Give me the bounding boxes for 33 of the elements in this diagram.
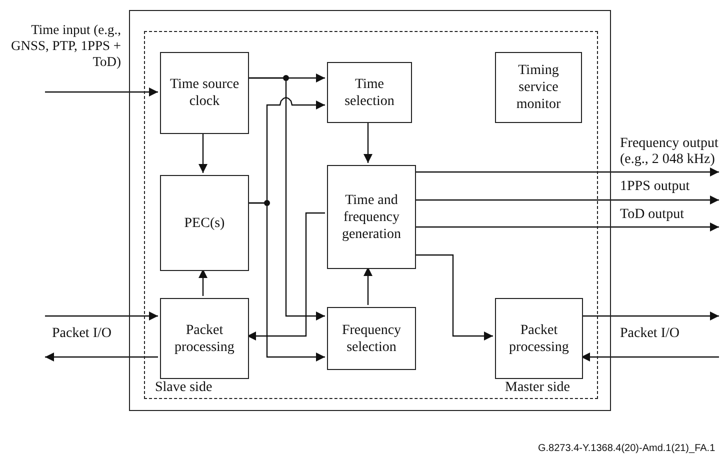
arrow	[414, 222, 719, 232]
process-box: Time source clock	[160, 52, 249, 134]
arrow	[45, 88, 158, 96]
arrow	[581, 312, 719, 320]
figure-id: G.8273.4-Y.1368.4(20)-Amd.1(21)_FA.1	[538, 442, 716, 456]
arrow	[414, 168, 719, 176]
text-label: Master side	[505, 380, 570, 396]
process-box: Time selection	[327, 62, 412, 123]
process-box: Time and frequency generation	[327, 165, 416, 269]
arrow	[414, 196, 719, 204]
arrow	[45, 312, 158, 320]
arrow	[198, 269, 208, 296]
arrow	[414, 254, 493, 340]
process-box: Frequency selection	[327, 307, 416, 370]
edge-label: Frequency output (e.g., 2 048 kHz)	[620, 136, 720, 168]
process-box: PEC(s)	[160, 175, 249, 271]
arrow	[247, 212, 325, 340]
process-box: Packet processing	[160, 298, 249, 379]
arrow	[247, 202, 325, 362]
text-label: Packet I/O	[620, 326, 680, 342]
arrow	[45, 352, 158, 362]
edge-label: ToD output	[620, 207, 684, 223]
edge-label: 1PPS output	[620, 179, 690, 195]
process-box: Timing service monitor	[495, 52, 582, 123]
text-label: Slave side	[155, 380, 212, 396]
arrow	[247, 77, 325, 320]
arrow	[581, 352, 719, 362]
arrow	[198, 132, 208, 173]
text-label: Packet I/O	[52, 326, 112, 342]
arrow	[364, 121, 372, 163]
edge-label: Time input (e.g., GNSS, PTP, 1PPS + ToD)	[10, 22, 121, 70]
arrow	[364, 267, 372, 305]
process-box: Packet processing	[495, 298, 583, 379]
